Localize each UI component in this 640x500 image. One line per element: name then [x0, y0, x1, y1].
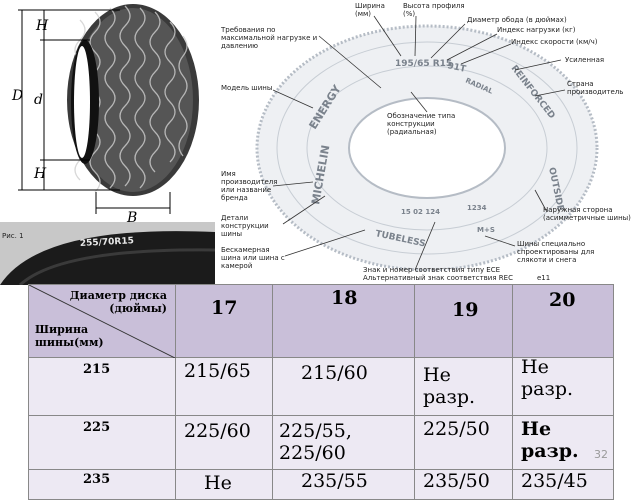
- dim-h-bottom: H: [33, 166, 47, 182]
- label-reinforced: Усиленная: [565, 56, 605, 64]
- label-rim-diameter: Диаметр обода (в дюймах): [467, 16, 567, 24]
- tire-marking-diagram: 195/65 R15 91T ENERGY MICHELIN RADIAL RE…: [215, 0, 640, 285]
- table-cell: Не: [176, 470, 273, 500]
- label-width: Ширина (мм): [355, 2, 385, 18]
- col-header-17: 17: [176, 284, 273, 358]
- tire-photo: 255/70R15: [0, 222, 215, 285]
- label-tubeless: Бескамерная шина или шина с камерой: [221, 246, 285, 270]
- table-corner-cell: Диаметр диска (дюймы) Ширина шины(мм): [28, 284, 177, 359]
- label-model: Модель шины: [221, 84, 273, 92]
- label-manufacturer: Имя производителя или название бренда: [221, 170, 278, 202]
- row-width-235: 235: [28, 470, 176, 500]
- label-ece: Знак и номер соответствия типу ECE: [363, 266, 501, 274]
- tire-size-table: Диаметр диска (дюймы) Ширина шины(мм) 17…: [28, 284, 614, 500]
- table-cell: 215/60: [273, 358, 415, 416]
- label-construction-details: Детали конструкции шины: [221, 214, 269, 238]
- photo-caption: Рис. 1: [2, 232, 24, 240]
- table-cell: Не разр.: [415, 358, 513, 416]
- table-cell: 235/55: [273, 470, 415, 500]
- tire-sidewall-graphic: 195/65 R15 91T ENERGY MICHELIN RADIAL RE…: [255, 15, 599, 272]
- corner-top-label: Диаметр диска (дюймы): [69, 289, 167, 315]
- col-header-20: 20: [513, 284, 614, 358]
- tire-side-diagram: H D d H B: [0, 0, 215, 222]
- row-width-225: 225: [28, 416, 176, 470]
- table-cell: Не разр.: [513, 416, 614, 470]
- mark-load: 91T: [446, 61, 467, 75]
- dim-d-outer: D: [11, 88, 23, 104]
- table-cell: 235/50: [415, 470, 513, 500]
- label-ece-alt: Альтернативный знак соответствия REC: [363, 274, 513, 282]
- mark-size: 195/65 R15: [395, 59, 452, 69]
- label-country: Страна производитель: [567, 80, 624, 96]
- page-number: 32: [594, 448, 608, 461]
- table-cell: 225/50: [415, 416, 513, 470]
- label-winter: Шины специально спроектированы для сляко…: [517, 240, 595, 264]
- label-requirements: Требования по максимальной нагрузке и да…: [221, 26, 318, 50]
- label-construction: Обозначение типа конструкции (радиальная…: [387, 112, 456, 136]
- table-cell: 235/45: [513, 470, 614, 500]
- corner-bottom-label: Ширина шины(мм): [35, 323, 104, 349]
- dim-d-inner: d: [34, 92, 43, 108]
- col-header-18: 18: [273, 284, 415, 358]
- label-load-index: Индекс нагрузки (кг): [497, 26, 576, 34]
- label-ece-code: e11: [537, 274, 551, 282]
- mark-date: 15 02 124: [401, 208, 440, 216]
- dim-h-top: H: [35, 18, 49, 34]
- label-profile-height: Высота профиля (%): [403, 2, 465, 18]
- table-cell: 215/65: [176, 358, 273, 416]
- dim-b: B: [126, 210, 137, 222]
- table-cell: Не разр.: [513, 356, 614, 416]
- label-outer-side: Наружная сторона (асимметричные шины): [543, 206, 631, 222]
- mark-dot: 1234: [467, 204, 487, 212]
- mark-ms: M+S: [477, 226, 495, 234]
- col-header-19: 19: [415, 284, 513, 358]
- table-cell: 225/60: [176, 416, 273, 470]
- table-cell: 225/55, 225/60: [273, 416, 415, 470]
- label-speed-index: Индекс скорости (км/ч): [511, 38, 598, 46]
- photo-tire-size: 255/70R15: [80, 236, 135, 249]
- row-width-215: 215: [28, 358, 176, 416]
